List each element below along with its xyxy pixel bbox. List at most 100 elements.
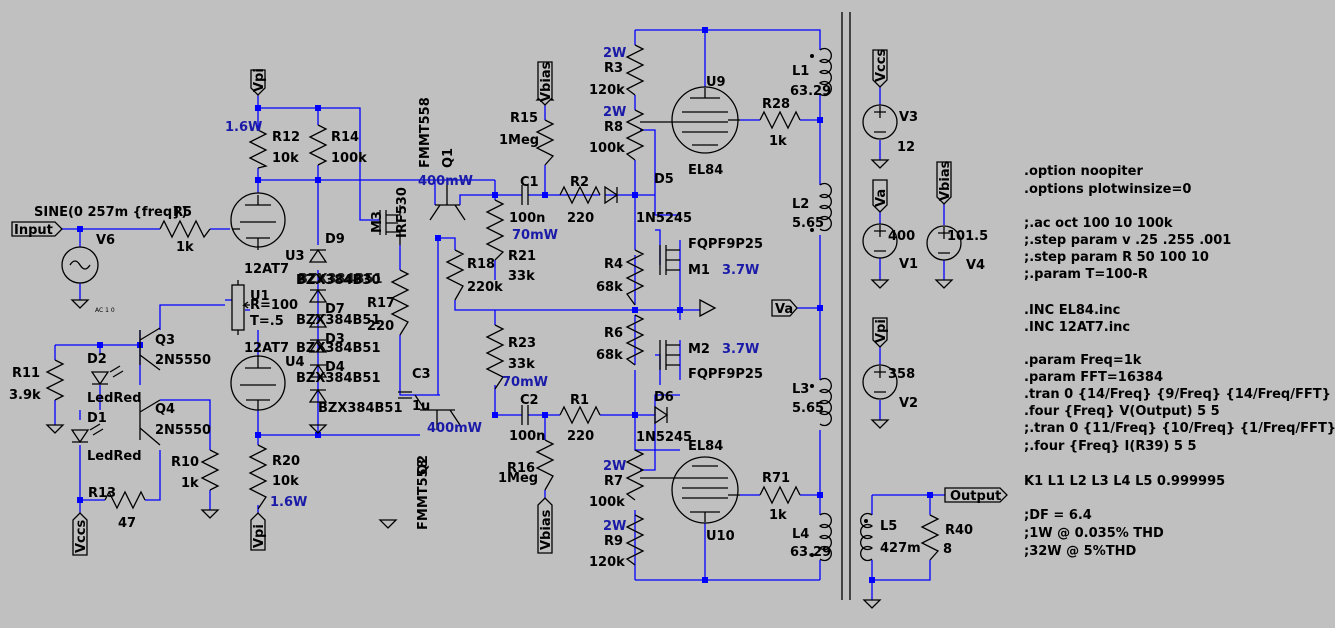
svg-text:;1W @ 0.035% THD: ;1W @ 0.035% THD <box>1024 526 1164 541</box>
svg-text:D1: D1 <box>87 411 107 426</box>
svg-text:D3: D3 <box>325 332 345 347</box>
svg-text:IRF530: IRF530 <box>395 187 410 238</box>
net-input: Input <box>11 221 63 238</box>
svg-text:BZX384B51: BZX384B51 <box>318 401 403 416</box>
svg-text:R28: R28 <box>762 97 790 112</box>
svg-text:Vbias: Vbias <box>938 160 953 201</box>
svg-text:2W: 2W <box>603 46 626 61</box>
R13-body <box>104 490 146 510</box>
svg-text:FMMT558: FMMT558 <box>416 459 431 530</box>
net-vpi-bottom: Vpi <box>250 512 267 551</box>
svg-text:68k: 68k <box>596 348 623 363</box>
svg-text:.tran 0 {14/Freq} {9/Freq} {14: .tran 0 {14/Freq} {9/Freq} {14/Freq/FFT} <box>1024 387 1331 402</box>
D9-body <box>308 248 328 263</box>
svg-text:BZX384B51: BZX384B51 <box>298 272 383 287</box>
svg-text:8: 8 <box>943 542 952 557</box>
svg-text:120k: 120k <box>589 83 625 98</box>
L3-body <box>818 377 832 427</box>
net-vccs-bottom: Vccs <box>72 512 89 556</box>
R40-body <box>920 514 940 561</box>
R21-body <box>485 199 505 261</box>
svg-text:EL84: EL84 <box>688 163 723 178</box>
svg-text:C1: C1 <box>520 175 539 190</box>
svg-text:3.9k: 3.9k <box>9 388 41 403</box>
voltage-sources <box>61 104 962 400</box>
L5-body <box>860 512 874 562</box>
svg-text:100k: 100k <box>589 495 625 510</box>
Q1-body <box>429 185 466 221</box>
svg-text:U9: U9 <box>706 75 726 90</box>
svg-text:R21: R21 <box>508 249 536 264</box>
svg-text:R3: R3 <box>604 61 623 76</box>
net-vbias-mid: Vbias <box>537 61 554 106</box>
R3-body <box>625 44 645 96</box>
R1-body <box>559 405 601 425</box>
svg-text:2W: 2W <box>603 459 626 474</box>
transistors <box>139 185 680 446</box>
Q3-body <box>139 327 161 371</box>
svg-text:Vbias: Vbias <box>539 61 554 102</box>
svg-text:.INC 12AT7.inc: .INC 12AT7.inc <box>1024 320 1130 335</box>
svg-text:D5: D5 <box>654 172 674 187</box>
svg-text:Va: Va <box>775 302 793 317</box>
R8-body <box>625 109 645 161</box>
R12-body <box>248 129 268 169</box>
svg-text:1k: 1k <box>769 508 787 523</box>
net-output: Output <box>944 487 1008 504</box>
svg-text:R8: R8 <box>604 120 623 135</box>
R18-body <box>445 249 465 301</box>
D6-body <box>654 405 669 425</box>
svg-text:L5: L5 <box>880 519 897 534</box>
C3-body <box>398 391 412 399</box>
net-vbias-right: Vbias <box>936 160 953 205</box>
svg-text:.four {Freq} V(Output) 5 5: .four {Freq} V(Output) 5 5 <box>1024 404 1220 419</box>
svg-text:Vpi: Vpi <box>252 68 267 92</box>
svg-text:Vpi: Vpi <box>874 319 889 343</box>
svg-text:Vccs: Vccs <box>874 49 889 82</box>
V4-body <box>926 225 962 261</box>
svg-text:R1: R1 <box>570 393 589 408</box>
component-labels: R12 10k 1.6W R14 100k R5 1k SINE(0 257m … <box>9 46 988 570</box>
svg-text:70mW: 70mW <box>502 375 548 390</box>
svg-text:D6: D6 <box>654 390 674 405</box>
svg-text:10k: 10k <box>272 474 299 489</box>
svg-text:R20: R20 <box>272 454 300 469</box>
R11-body <box>45 359 65 401</box>
M1-body <box>659 245 680 275</box>
svg-text:BZX384B51: BZX384B51 <box>296 313 381 328</box>
svg-text:R71: R71 <box>762 471 790 486</box>
svg-text:.param FFT=16384: .param FFT=16384 <box>1024 370 1163 385</box>
svg-text:V4: V4 <box>966 258 985 273</box>
svg-text:1k: 1k <box>181 476 199 491</box>
svg-text:FMMT558: FMMT558 <box>418 97 433 168</box>
svg-text:1N5245: 1N5245 <box>636 211 692 226</box>
svg-text:;.tran 0 {11/Freq} {10/Freq} {: ;.tran 0 {11/Freq} {10/Freq} {1/Freq/FFT… <box>1024 421 1335 436</box>
svg-text:M2: M2 <box>688 342 710 357</box>
svg-text:BZX384B51: BZX384B51 <box>296 341 381 356</box>
R4-body <box>625 249 645 306</box>
svg-text:R5: R5 <box>173 205 192 220</box>
svg-text:R14: R14 <box>331 130 359 145</box>
svg-text:220: 220 <box>567 429 594 444</box>
R23-body <box>485 324 505 390</box>
resistors <box>45 44 940 566</box>
svg-text:;.param T=100-R: ;.param T=100-R <box>1024 267 1148 282</box>
L2-body <box>818 182 832 232</box>
svg-text:1Meg: 1Meg <box>498 471 538 486</box>
diodes <box>70 185 669 444</box>
svg-text:M3: M3 <box>370 211 385 233</box>
net-vpi-top: Vpi <box>250 68 267 96</box>
svg-text:400mW: 400mW <box>418 174 473 189</box>
svg-text:Input: Input <box>14 223 53 238</box>
svg-text:;.step param R 50 100 10: ;.step param R 50 100 10 <box>1024 250 1209 265</box>
svg-text:1.6W: 1.6W <box>270 495 307 510</box>
inductors <box>810 12 874 600</box>
svg-text:FQPF9P25: FQPF9P25 <box>688 367 763 382</box>
svg-text:AC 1 0: AC 1 0 <box>95 307 115 314</box>
M3-body <box>379 205 401 245</box>
svg-text:101.5: 101.5 <box>947 229 988 244</box>
R28-body <box>759 110 801 130</box>
capacitors <box>398 185 529 425</box>
D3-body <box>308 338 328 353</box>
